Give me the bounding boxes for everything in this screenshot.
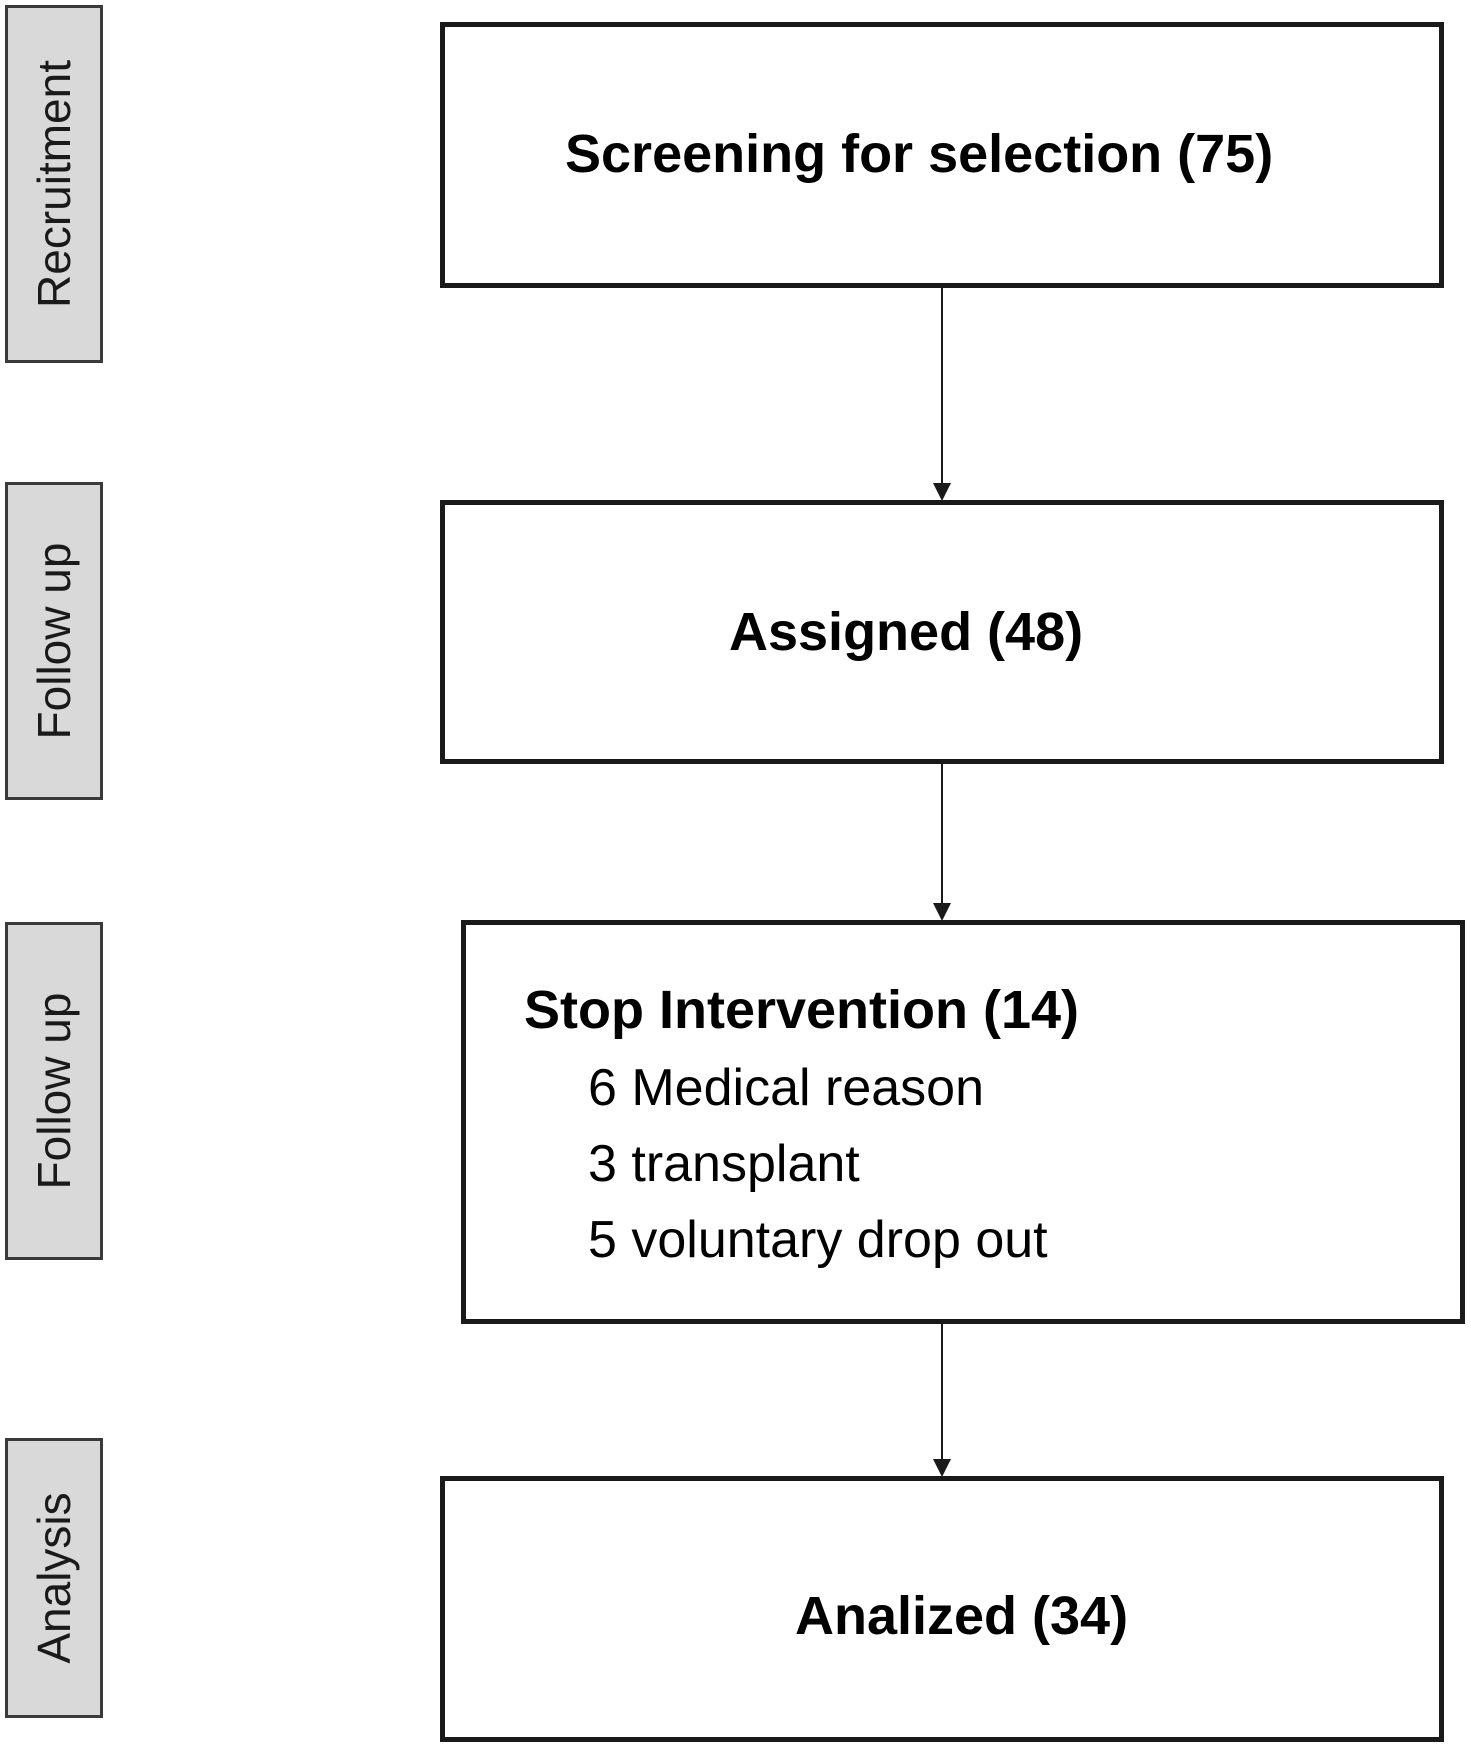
stop-detail-transplant: 3 transplant [588,1135,860,1193]
stage-label-follow-up-2: Follow up [5,922,103,1260]
box-stop-title: Stop Intervention (14) [524,980,1080,1040]
box-screening-title: Screening for selection (75) [565,124,1274,184]
box-stop-intervention: Stop Intervention (14) 6 Medical reason … [461,920,1465,1324]
stage-label-analysis: Analysis [5,1438,103,1718]
arrow-screening-to-assigned [933,286,951,501]
box-assigned: Assigned (48) [440,500,1444,764]
stop-detail-voluntary: 5 voluntary drop out [588,1211,1048,1269]
box-screening: Screening for selection (75) [440,22,1444,288]
box-analized-title: Analized (34) [795,1586,1129,1646]
box-assigned-title: Assigned (48) [729,602,1084,662]
stop-detail-medical: 6 Medical reason [588,1059,984,1117]
box-analized: Analized (34) [440,1476,1444,1742]
stage-label-follow-up-1: Follow up [5,482,103,800]
stage-label-recruitment: Recruitment [5,5,103,363]
arrow-stop-to-analized [933,1322,951,1477]
arrow-assigned-to-stop [933,762,951,921]
